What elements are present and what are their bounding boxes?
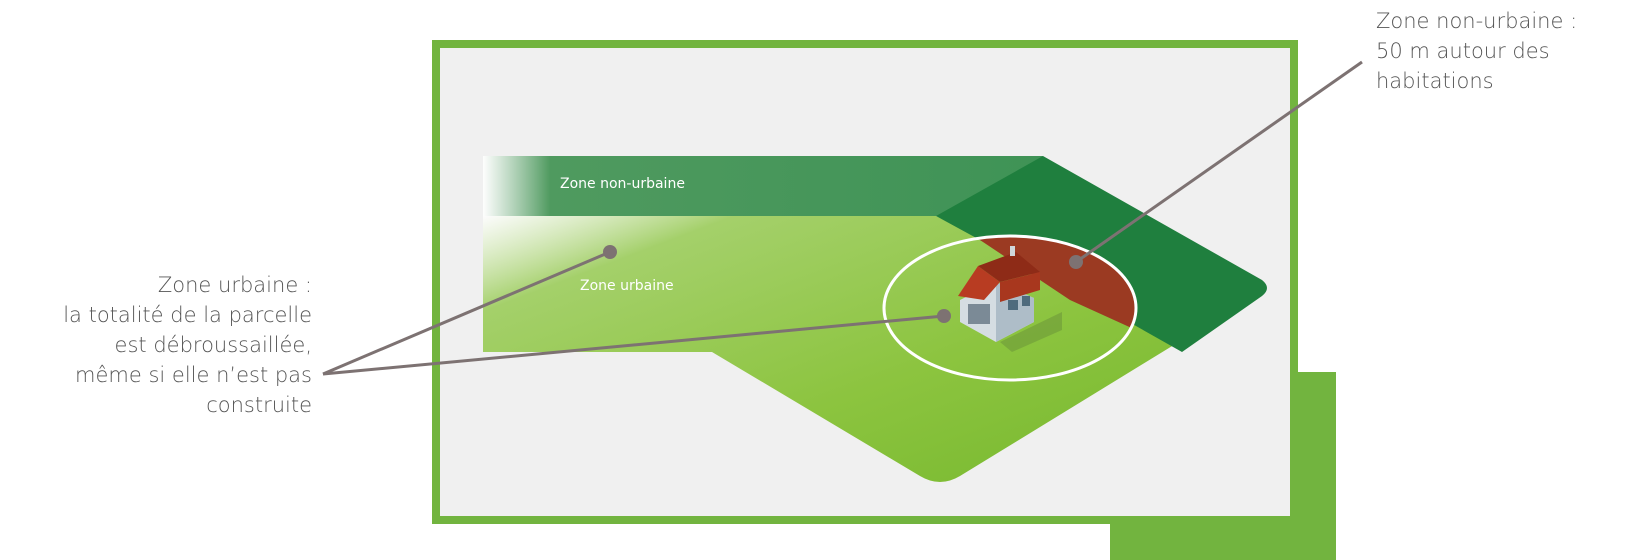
leader-dot-urban-1 — [603, 245, 617, 259]
nonurban-note-line-3: habitations — [1376, 66, 1636, 96]
zone-nonurban-map-label: Zone non-urbaine — [560, 176, 685, 192]
nonurban-note-line-2: 50 m autour des — [1376, 36, 1636, 66]
urban-note-line-5: construite — [0, 390, 312, 420]
urban-note-line-1: Zone urbaine : — [0, 270, 312, 300]
leader-dot-nonurban — [1069, 255, 1083, 269]
urban-zone-note: Zone urbaine : la totalité de la parcell… — [0, 270, 312, 420]
urban-note-line-4: même si elle n’est pas — [0, 360, 312, 390]
zone-urban-map-label: Zone urbaine — [580, 278, 674, 294]
leader-dot-urban-2 — [937, 309, 951, 323]
nonurban-note-line-1: Zone non-urbaine : — [1376, 6, 1636, 36]
leader-line-nonurban — [1076, 62, 1362, 262]
nonurban-zone-note: Zone non-urbaine : 50 m autour des habit… — [1376, 6, 1636, 96]
urban-note-line-2: la totalité de la parcelle — [0, 300, 312, 330]
urban-note-line-3: est débroussaillée, — [0, 330, 312, 360]
